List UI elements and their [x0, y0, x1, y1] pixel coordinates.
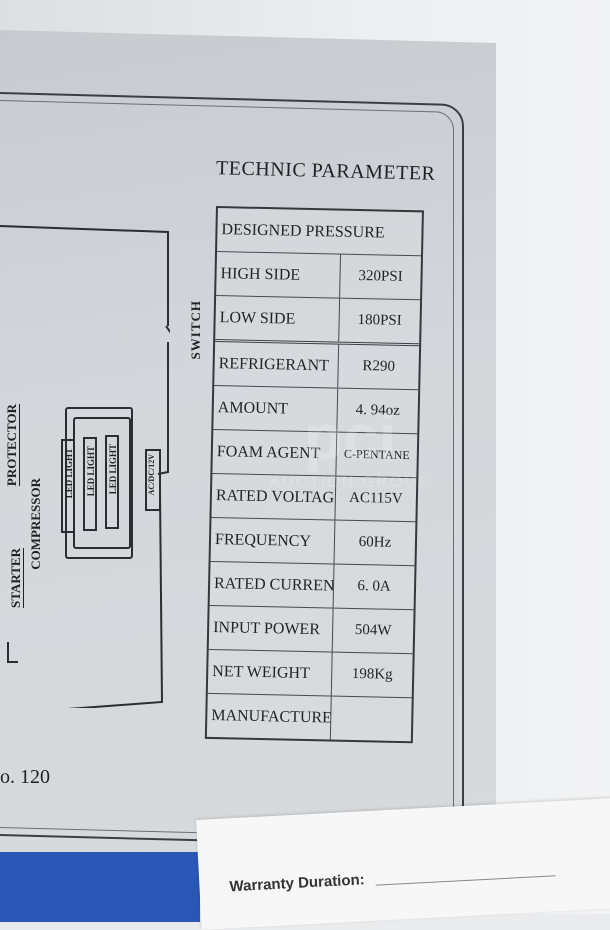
wiring-diagram: [0, 225, 170, 708]
param-label: NET WEIGHT: [207, 649, 333, 696]
warranty-card: Warranty Duration:: [196, 797, 610, 930]
table-row: AMOUNT 4. 94oz: [213, 386, 419, 435]
param-label: DESIGNED PRESSURE: [221, 220, 385, 242]
warranty-line: [375, 875, 556, 886]
led-light-label-2: LED LIGHT: [86, 446, 96, 497]
compressor-label: COMPRESSOR: [28, 478, 43, 570]
param-label: HIGH SIDE: [216, 252, 342, 298]
table-row: FREQUENCY 60Hz: [210, 517, 416, 567]
table-row: HIGH SIDE 320PSI: [216, 252, 421, 301]
table-row: RATED CURRENT 6. 0A: [209, 561, 415, 611]
param-label: RATED VOLTAGE: [211, 473, 337, 520]
param-value: C-PENTANE: [343, 446, 410, 463]
table-row: NET WEIGHT 198Kg: [207, 649, 413, 699]
param-label: MANUFACTURED: [206, 693, 332, 740]
warranty-label: Warranty Duration:: [229, 871, 366, 896]
led-light-label-3: LED LIGHT: [108, 444, 118, 495]
param-label: FREQUENCY: [210, 517, 336, 564]
parameter-table: DESIGNED PRESSURE HIGH SIDE 320PSI LOW SIDE…: [204, 206, 424, 744]
param-label: RATED CURRENT: [209, 561, 335, 608]
param-value: 4. 94oz: [355, 401, 400, 419]
power-label: AC/DC/12V: [147, 454, 156, 496]
switch-label: SWITCH: [188, 300, 203, 360]
param-label: INPUT POWER: [208, 605, 334, 652]
blue-card-strip: [0, 852, 200, 922]
param-label: REFRIGERANT: [214, 342, 340, 388]
table-row: MANUFACTURED: [206, 693, 412, 741]
table-row: RATED VOLTAGE AC115V: [211, 473, 417, 523]
table-row: FOAM AGENT C-PENTANE: [212, 429, 418, 479]
protector-label: PROTECTOR: [4, 404, 19, 487]
param-value: 6. 0A: [357, 578, 391, 595]
param-value: 60Hz: [358, 534, 392, 551]
param-value: [331, 718, 411, 720]
table-row: DESIGNED PRESSURE: [217, 208, 422, 257]
led-light-label-1: LED LIGHT: [64, 448, 74, 499]
param-value: AC115V: [348, 489, 403, 507]
param-value: R290: [362, 358, 396, 375]
param-value: 180PSI: [357, 311, 402, 329]
param-value: 320PSI: [358, 268, 403, 285]
starter-label: STARTER: [8, 548, 23, 608]
model-number: o. 120: [0, 766, 50, 788]
param-label: LOW SIDE: [215, 296, 341, 342]
table-row: REFRIGERANT R290: [214, 342, 420, 391]
table-row: INPUT POWER 504W: [208, 605, 414, 655]
param-value: 504W: [354, 622, 392, 639]
param-label: FOAM AGENT: [212, 429, 338, 476]
param-value: 198Kg: [351, 665, 393, 683]
param-label: AMOUNT: [213, 386, 339, 432]
table-row: LOW SIDE 180PSI: [215, 296, 421, 347]
